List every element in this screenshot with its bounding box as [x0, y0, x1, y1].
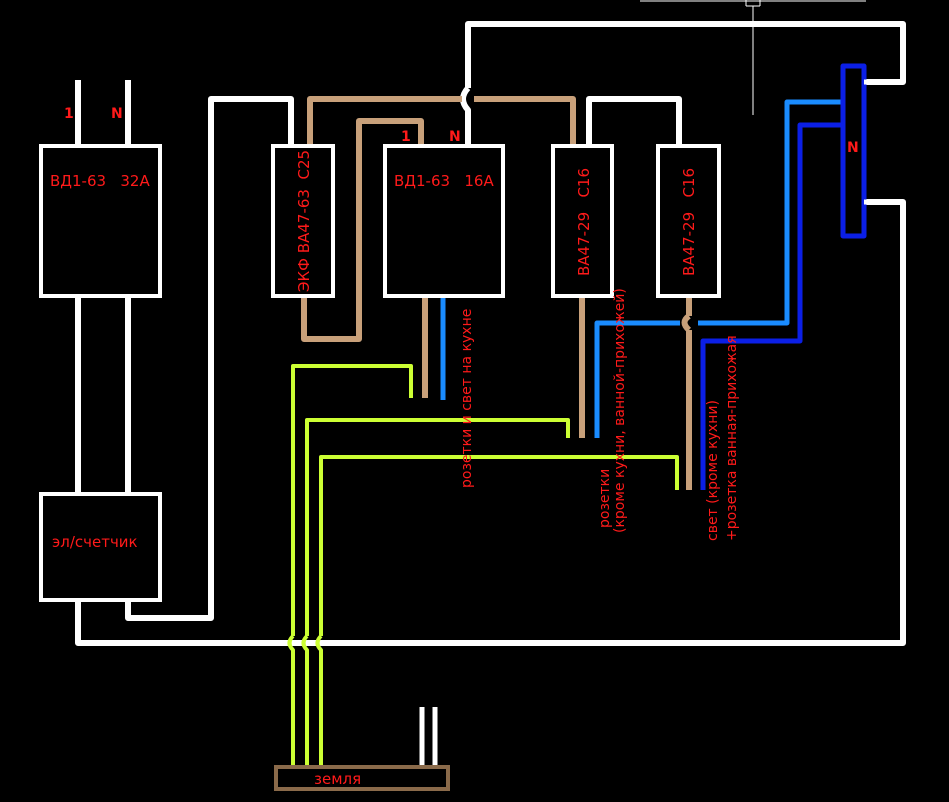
kitchen-circuit-label: розетки и свет на кухне	[459, 309, 475, 488]
breaker-25-box	[271, 144, 335, 298]
rcd-16-neutral-terminal: N	[449, 129, 461, 145]
white-wires	[75, 21, 906, 646]
sockets-circuit-label-1: розетки	[597, 469, 613, 528]
ground-bus	[274, 765, 450, 791]
ground-incoming	[419, 707, 438, 770]
neutral-bus-label: N	[847, 140, 859, 156]
main-rcd-label: ВД1-63 32А	[50, 172, 150, 190]
meter-label: эл/счетчик	[52, 533, 138, 551]
ground-bus-label: земля	[314, 770, 361, 788]
meter-box	[39, 492, 162, 602]
device-boxes	[39, 144, 721, 602]
main-rcd-box	[39, 144, 162, 298]
neutral-wires-light	[440, 99, 844, 438]
light-circuit-label-2: +розетка ванная-прихожая	[724, 335, 740, 541]
rcd-16-label: ВД1-63 16А	[394, 172, 494, 190]
neutral-wires-dark	[700, 63, 867, 490]
breaker-25-label: ЭКФ ВА47-63 С25	[295, 150, 313, 292]
main-rcd-phase-terminal: 1	[64, 106, 74, 122]
breaker-16-a-label: ВА47-29 С16	[575, 168, 593, 276]
rcd-16-box	[383, 144, 505, 298]
breaker-16-a-box	[551, 144, 614, 298]
phase-wires	[301, 96, 692, 490]
neutral-bus-connectors	[864, 79, 880, 205]
ground-wires	[287, 364, 679, 770]
rcd-16-phase-terminal: 1	[401, 129, 411, 145]
breaker-16-b-label: ВА47-29 С16	[680, 168, 698, 276]
light-circuit-label-1: свет (кроме кухни)	[705, 400, 721, 541]
breaker-16-b-box	[656, 144, 721, 298]
main-rcd-neutral-terminal: N	[111, 106, 123, 122]
sockets-circuit-label-2: (кроме кухни, ванной-прихожей)	[612, 288, 628, 533]
